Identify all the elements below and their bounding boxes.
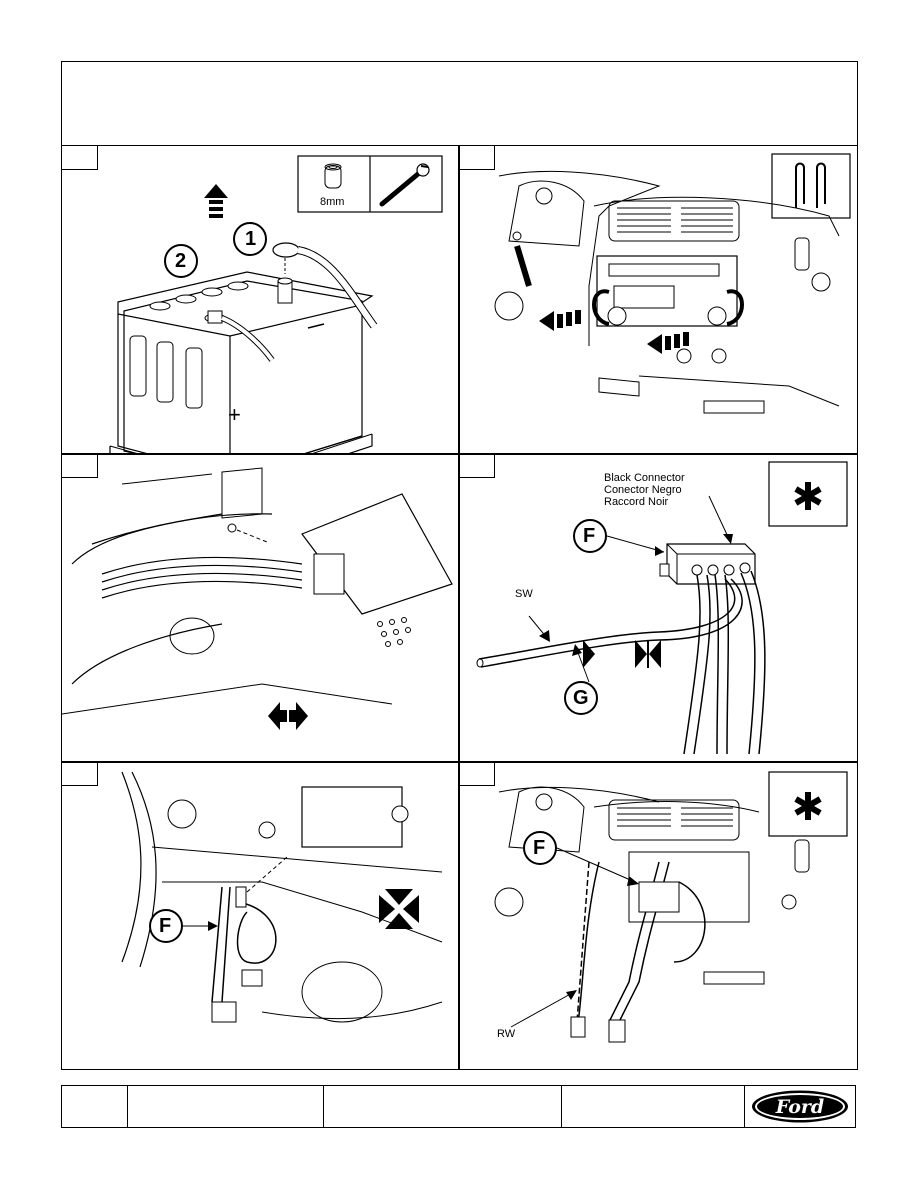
- panel-divider-row1: [62, 453, 857, 455]
- callout-f: F: [533, 837, 546, 859]
- wrench-icon: [379, 163, 430, 207]
- disconnect-arrows-icon: [268, 702, 308, 730]
- panel-divider-vertical: [458, 146, 460, 1070]
- callout-sw: SW: [515, 588, 533, 600]
- clip-icon: [771, 153, 851, 219]
- step-tab: [62, 762, 98, 786]
- step-tab: [459, 146, 495, 170]
- step-2-circle: [164, 244, 198, 278]
- footer-cell: [562, 1086, 745, 1127]
- connect-arrows-icon: [583, 640, 661, 668]
- step-1-number: 1: [245, 228, 257, 250]
- footer-cell: [62, 1086, 128, 1127]
- step-tab: [459, 762, 495, 786]
- connector-label-fr: Raccord Noir: [604, 496, 669, 508]
- footer-cell: [324, 1086, 562, 1127]
- connect-arrows-icon: [379, 889, 419, 929]
- asterisk-icon: [794, 482, 822, 510]
- instruction-sheet: + 8mm 1 2: [61, 61, 858, 1070]
- footer-table: Ford: [61, 1085, 856, 1128]
- callout-g: G: [573, 687, 589, 709]
- dash-illustration: [494, 153, 851, 414]
- up-arrow-icon: [204, 184, 228, 218]
- connector-label-en: Black Connector: [604, 472, 685, 484]
- step-1-circle: [233, 222, 267, 256]
- connector-illustration: [476, 461, 848, 755]
- step-2-number: 2: [175, 250, 187, 272]
- socket-size-label: 8mm: [320, 196, 345, 208]
- header-box: [62, 62, 857, 146]
- callout-rw: RW: [497, 1028, 516, 1040]
- step-tab: [62, 454, 98, 478]
- ford-logo-text: Ford: [775, 1096, 824, 1118]
- under-dash-illustration: [121, 771, 443, 1023]
- panel-2-radio-removal: [459, 146, 858, 453]
- step-tab: [459, 454, 495, 478]
- callout-f: F: [159, 915, 172, 937]
- callout-f: F: [583, 525, 596, 547]
- panel-5-under-dash: F: [62, 762, 458, 1069]
- panel-6-harness-routing: F RW: [459, 762, 858, 1069]
- harness-illustration: [62, 467, 453, 730]
- connector-label-es: Conector Negro: [604, 484, 682, 496]
- battery-illustration: +: [109, 155, 443, 453]
- svg-text:+: +: [228, 402, 241, 427]
- step-tab: [62, 146, 98, 170]
- panel-4-connector: Black Connector Conector Negro Raccord N…: [459, 454, 858, 761]
- ford-logo-icon: Ford: [745, 1086, 855, 1127]
- panel-3-harness: [62, 454, 458, 761]
- footer-cell: [128, 1086, 324, 1127]
- asterisk-icon: [794, 792, 822, 820]
- panel-1-battery: + 8mm 1 2: [62, 146, 458, 453]
- routing-illustration: [494, 771, 848, 1043]
- panel-divider-row2: [62, 761, 857, 763]
- socket-icon: [324, 163, 342, 189]
